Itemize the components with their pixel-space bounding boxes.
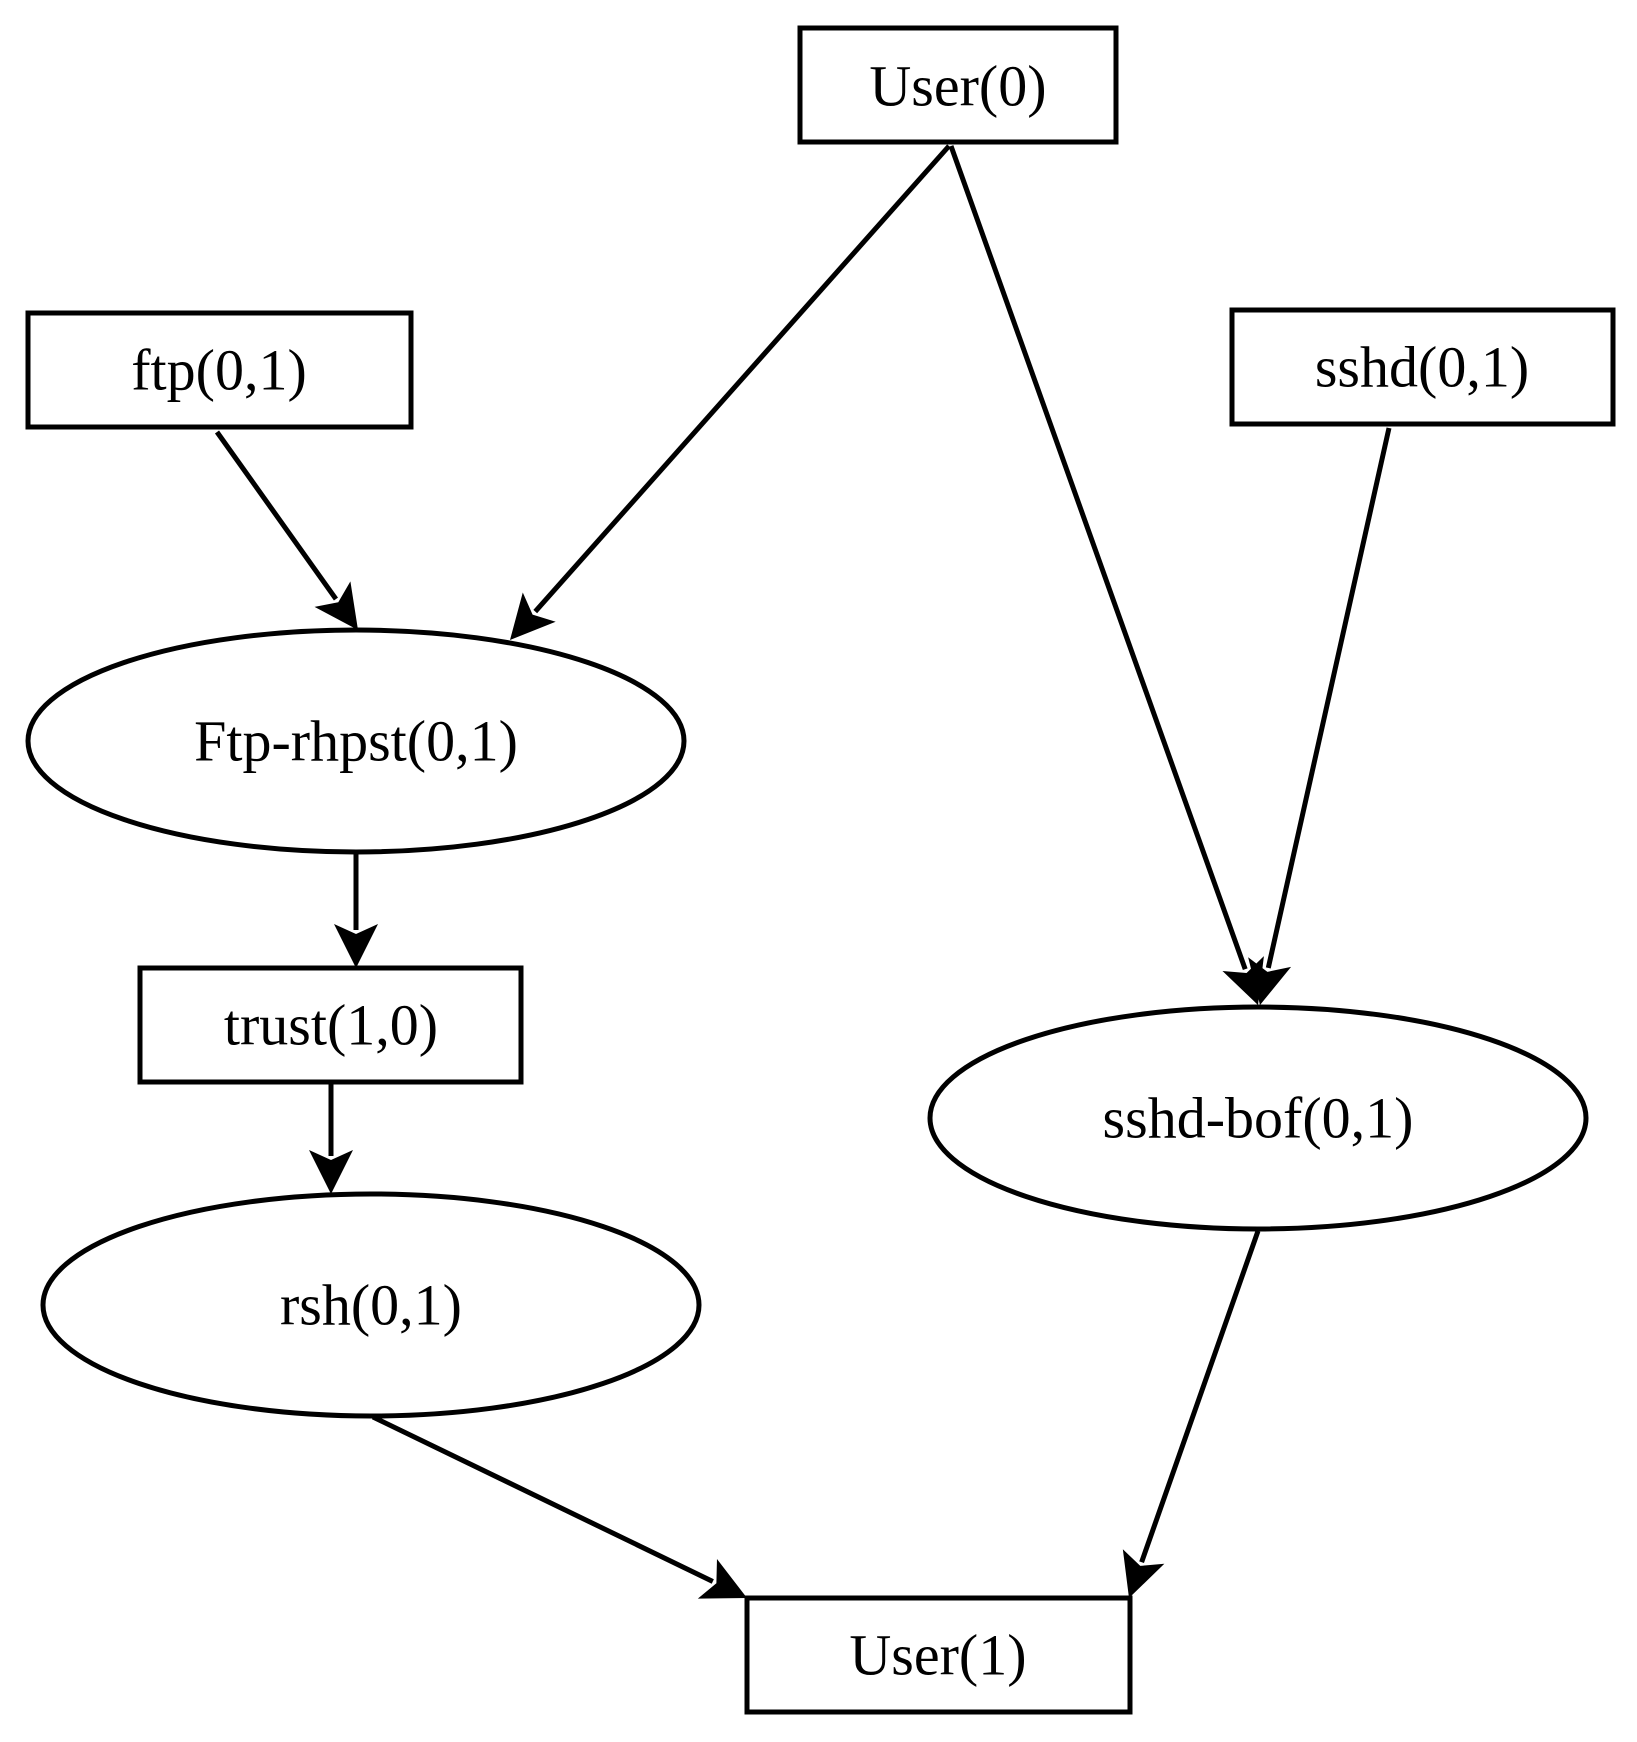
- edge-line: [1265, 427, 1392, 969]
- edge-trust-to-rsh: [309, 1084, 353, 1194]
- edge-ftp_rhpst-to-trust: [334, 854, 378, 968]
- edge-rsh-to-user1: [371, 1414, 747, 1599]
- node-trust: trust(1,0): [137, 965, 524, 1085]
- node-sshd-bof-label: sshd-bof(0,1): [1103, 1086, 1414, 1151]
- node-ftp-rhpst: Ftp-rhpst(0,1): [25, 627, 687, 855]
- edge-line: [533, 144, 951, 614]
- node-sshd-label: sshd(0,1): [1315, 335, 1529, 400]
- node-rsh-label: rsh(0,1): [280, 1273, 462, 1338]
- node-user0-label: User(0): [869, 54, 1046, 119]
- node-rsh-ellipse: [40, 1191, 702, 1419]
- arrow-head-icon: [309, 1150, 353, 1194]
- node-user0: User(0): [797, 25, 1119, 145]
- node-trust-box: [137, 965, 524, 1085]
- node-user1-label: User(1): [849, 1623, 1026, 1688]
- edge-user0-to-ftp_rhpst: [510, 144, 951, 640]
- node-user1: User(1): [744, 1595, 1133, 1715]
- edge-ftp-to-ftp_rhpst: [214, 430, 358, 630]
- node-sshd-bof: sshd-bof(0,1): [927, 1004, 1589, 1232]
- edge-line: [948, 145, 1248, 971]
- node-trust-label: trust(1,0): [224, 993, 438, 1058]
- edge-sshd_bof-to-user1: [1122, 1230, 1261, 1598]
- node-sshd-box: [1229, 307, 1616, 427]
- node-sshd-bof-ellipse: [927, 1004, 1589, 1232]
- arrow-head-icon: [1122, 1549, 1165, 1598]
- edge-line: [214, 430, 338, 601]
- node-ftp-label: ftp(0,1): [131, 338, 307, 403]
- node-ftp: ftp(0,1): [25, 310, 414, 430]
- arrow-head-icon: [697, 1559, 747, 1599]
- arrow-head-icon: [510, 592, 556, 640]
- edge-line: [371, 1414, 714, 1584]
- node-user1-box: [744, 1595, 1133, 1715]
- arrow-head-icon: [334, 924, 378, 968]
- node-ftp-rhpst-label: Ftp-rhpst(0,1): [194, 709, 518, 774]
- edge-line: [1139, 1230, 1261, 1563]
- edge-user0-to-sshd_bof: [948, 145, 1264, 1005]
- arrow-head-icon: [1248, 957, 1292, 1005]
- node-ftp-box: [25, 310, 414, 430]
- edge-sshd-to-sshd_bof: [1248, 427, 1392, 1005]
- node-ftp-rhpst-ellipse: [25, 627, 687, 855]
- arrow-head-icon: [314, 581, 358, 630]
- node-rsh: rsh(0,1): [40, 1191, 702, 1419]
- node-sshd: sshd(0,1): [1229, 307, 1616, 427]
- edges-layer: [214, 144, 1392, 1599]
- node-user0-box: [797, 25, 1119, 145]
